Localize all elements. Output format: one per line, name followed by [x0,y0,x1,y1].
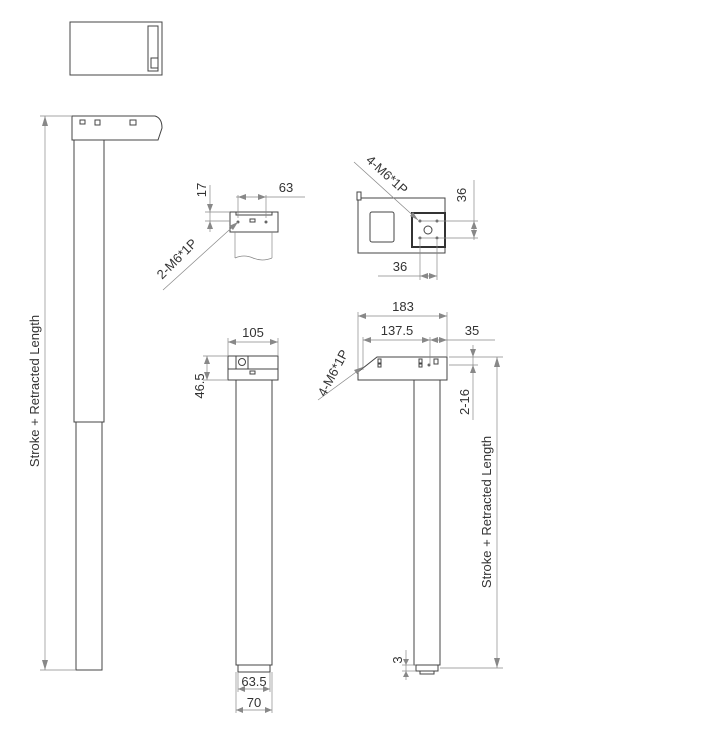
dim-183: 183 [392,299,414,314]
dim-3: 3 [390,656,405,663]
left-stroke-dimension: Stroke + Retracted Length [27,115,76,671]
top-view-box [69,21,163,76]
dim-137-5: 137.5 [381,323,414,338]
mount-detail-plan: 36 36 4-M6*1P [353,152,478,280]
mount-detail-front: 17 63 2-M6*1P [154,180,305,291]
dim-70: 70 [247,695,261,710]
dim-36-horizontal: 36 [393,259,407,274]
stroke-length-label-left: Stroke + Retracted Length [27,315,42,467]
dim-63: 63 [279,180,293,195]
dim-105: 105 [242,325,264,340]
column-front-view: 105 46.5 63.5 70 [192,325,279,713]
dim-63-5: 63.5 [241,674,266,689]
dim-46-5: 46.5 [192,373,207,398]
dim-35: 35 [465,323,479,338]
thread-4-m6-side: 4-M6*1P [315,347,352,399]
dim-17: 17 [194,183,209,197]
thread-2-m6: 2-M6*1P [154,236,200,282]
dim-2-16: 2-16 [457,389,472,415]
stroke-length-label-right: Stroke + Retracted Length [479,436,494,588]
left-column-side-view [71,115,163,671]
thread-4-m6-top: 4-M6*1P [363,152,411,197]
dim-36-vertical: 36 [454,188,469,202]
column-side-view: 183 137.5 35 2-16 Stroke + Retracted Len… [315,299,503,680]
